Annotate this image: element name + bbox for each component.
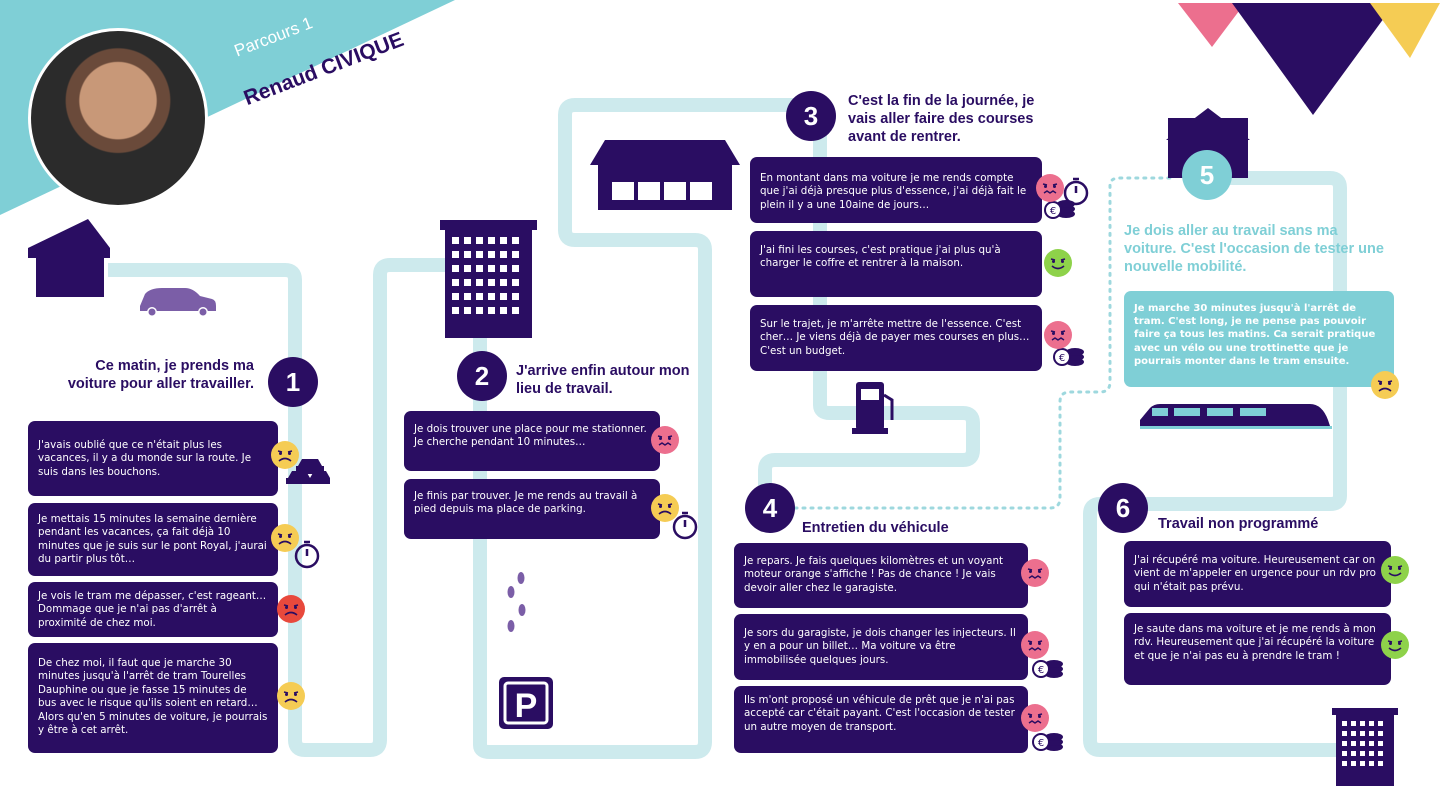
upset-face-icon (650, 425, 680, 455)
story-card: Je saute dans ma voiture et je me rends … (1124, 613, 1391, 685)
angry-face-icon (276, 594, 306, 624)
car-icon (140, 288, 216, 317)
svg-text:€: € (1059, 353, 1065, 364)
neutral-face-icon (650, 493, 680, 523)
shop-icon (590, 140, 740, 210)
story-card: De chez moi, il faut que je marche 30 mi… (28, 643, 278, 753)
gas-pump-icon (852, 382, 894, 434)
triangle-decoration-icon (1178, 3, 1245, 47)
neutral-face-icon (270, 440, 300, 470)
step-badge: 5 (1182, 150, 1232, 200)
happy-face-icon (1043, 248, 1073, 278)
step-badge: 6 (1098, 483, 1148, 533)
upset-face-icon (1035, 173, 1065, 203)
story-card: Je marche 30 minutes jusqu'à l'arrêt de … (1124, 291, 1394, 387)
step-heading: J'arrive enfin autour mon lieu de travai… (516, 363, 690, 397)
route-path (108, 98, 980, 759)
story-card: J'avais oublié que ce n'était plus les v… (28, 421, 278, 496)
triangle-decoration-icon (1232, 3, 1395, 115)
step-heading: Entretien du véhicule (802, 520, 949, 536)
happy-face-icon (1380, 555, 1410, 585)
avatar-photo (28, 28, 208, 208)
office-building-icon (440, 220, 537, 338)
stopwatch-icon (1063, 177, 1089, 206)
happy-face-icon (1380, 630, 1410, 660)
parking-sign-icon: P (499, 677, 553, 729)
coins-icon: € (1032, 733, 1063, 751)
story-card: Je dois trouver une place pour me statio… (404, 411, 660, 471)
tram-icon (1140, 404, 1332, 429)
neutral-face-icon (270, 523, 300, 553)
story-card: Je finis par trouver. Je me rends au tra… (404, 479, 660, 539)
upset-face-icon (1020, 630, 1050, 660)
story-card: Sur le trajet, je m'arrête mettre de l'e… (750, 305, 1042, 371)
upset-face-icon (1020, 703, 1050, 733)
svg-text:P: P (515, 687, 538, 725)
step-badge: 1 (268, 357, 318, 407)
step-heading: C'est la fin de la journée, je vais alle… (848, 93, 1035, 145)
triangle-decoration-icon (1370, 3, 1440, 58)
neutral-face-icon (1370, 370, 1400, 400)
step-badge: 4 (745, 483, 795, 533)
stopwatch-icon (294, 540, 320, 569)
house-icon (28, 219, 110, 297)
svg-text:€: € (1038, 665, 1044, 676)
step-heading: Je dois aller au travail sans ma voiture… (1124, 223, 1384, 275)
story-card: Ils m'ont proposé un véhicule de prêt qu… (734, 686, 1028, 753)
story-card: En montant dans ma voiture je me rends c… (750, 157, 1042, 223)
story-card: Je sors du garagiste, je dois changer le… (734, 614, 1028, 680)
coins-icon: € (1044, 200, 1075, 219)
upset-face-icon (1043, 320, 1073, 350)
story-card: J'ai fini les courses, c'est pratique j'… (750, 231, 1042, 297)
story-card: J'ai récupéré ma voiture. Heureusement c… (1124, 541, 1391, 607)
upset-face-icon (1020, 558, 1050, 588)
neutral-face-icon (276, 681, 306, 711)
step-badge: 2 (457, 351, 507, 401)
svg-text:€: € (1038, 738, 1044, 749)
story-card: Je repars. Je fais quelques kilomètres e… (734, 543, 1028, 608)
step-heading: Travail non programmé (1158, 516, 1319, 532)
dotted-route (793, 176, 1177, 510)
story-card: Je vois le tram me dépasser, c'est ragea… (28, 582, 278, 637)
stopwatch-icon (672, 511, 698, 540)
story-card: Je mettais 15 minutes la semaine dernièr… (28, 503, 278, 576)
coins-icon: € (1032, 660, 1063, 678)
office-building-icon (1332, 708, 1398, 786)
cars-icon (286, 459, 330, 484)
coins-icon: € (1053, 348, 1084, 366)
step-badge: 3 (786, 91, 836, 141)
svg-text:€: € (1050, 206, 1056, 217)
step-heading: Ce matin, je prends ma voiture pour alle… (67, 358, 254, 392)
footprints-icon (507, 572, 526, 632)
